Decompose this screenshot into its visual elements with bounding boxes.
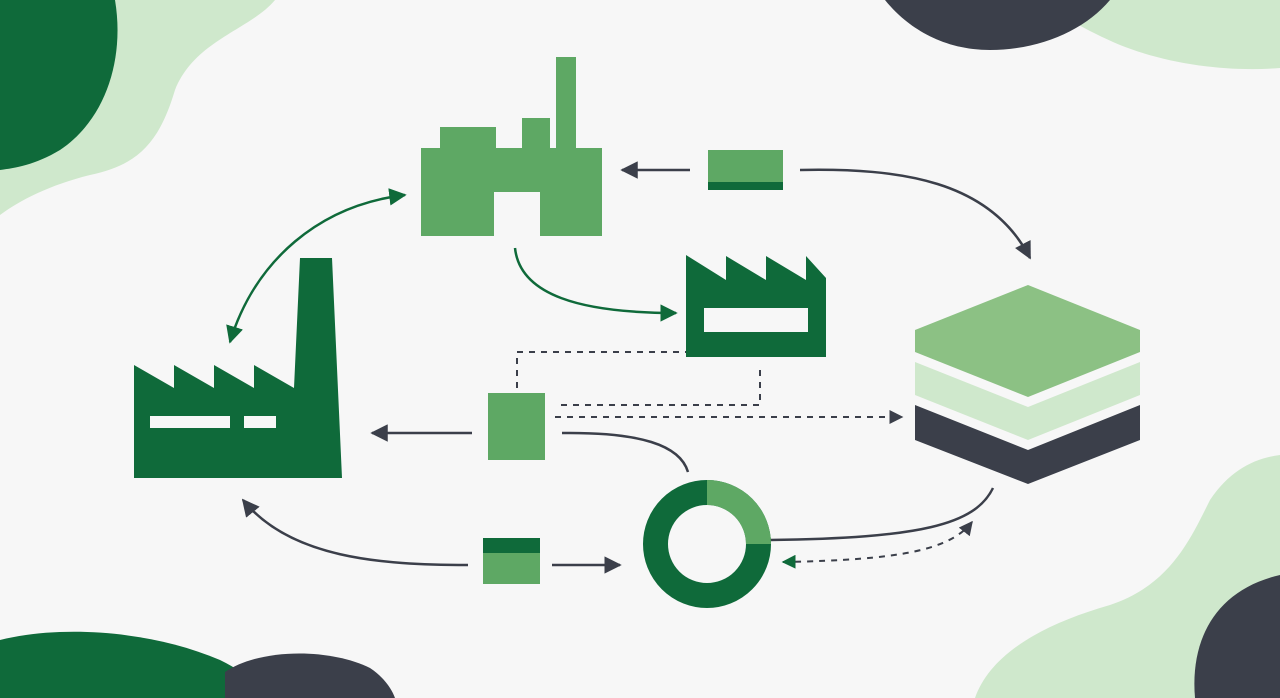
factory-sawtooth-icon [686,255,826,357]
blob-top-right-dark [885,0,1110,50]
connector-factory-middle-to-block-dashed [516,351,760,388]
blob-bottom-left-charcoal [225,653,395,698]
connector-bottom-pallet-to-factory-left [241,498,469,567]
blob-bottom-right-dark [1194,575,1280,698]
donut-chart-icon [643,480,771,608]
blob-bottom-left-dark [0,631,268,698]
layered-stack-icon [915,285,1140,484]
blob-top-right-pale [1040,0,1280,70]
donut-highlight-segment [707,480,771,544]
connector-storage-to-donut-dashed [781,520,973,569]
connector-pallet-to-storage [799,168,1032,260]
blob-top-left-dark [0,0,118,170]
container-block-icon [488,393,545,460]
connector-factory-top-to-factory-left [226,188,407,344]
connector-block-to-donut [561,431,690,473]
pallet-bar-icon-top [708,150,783,190]
connector-storage-to-donut [769,487,995,542]
factory-sawtooth-chimney-icon [134,258,342,478]
connections [226,161,1032,574]
pallet-bar-icon-bottom [483,538,540,584]
connector-factory-middle-down-dashed [555,370,761,406]
factory-chimney-icon [421,57,602,236]
connector-factory-top-to-factory-middle [513,247,678,322]
